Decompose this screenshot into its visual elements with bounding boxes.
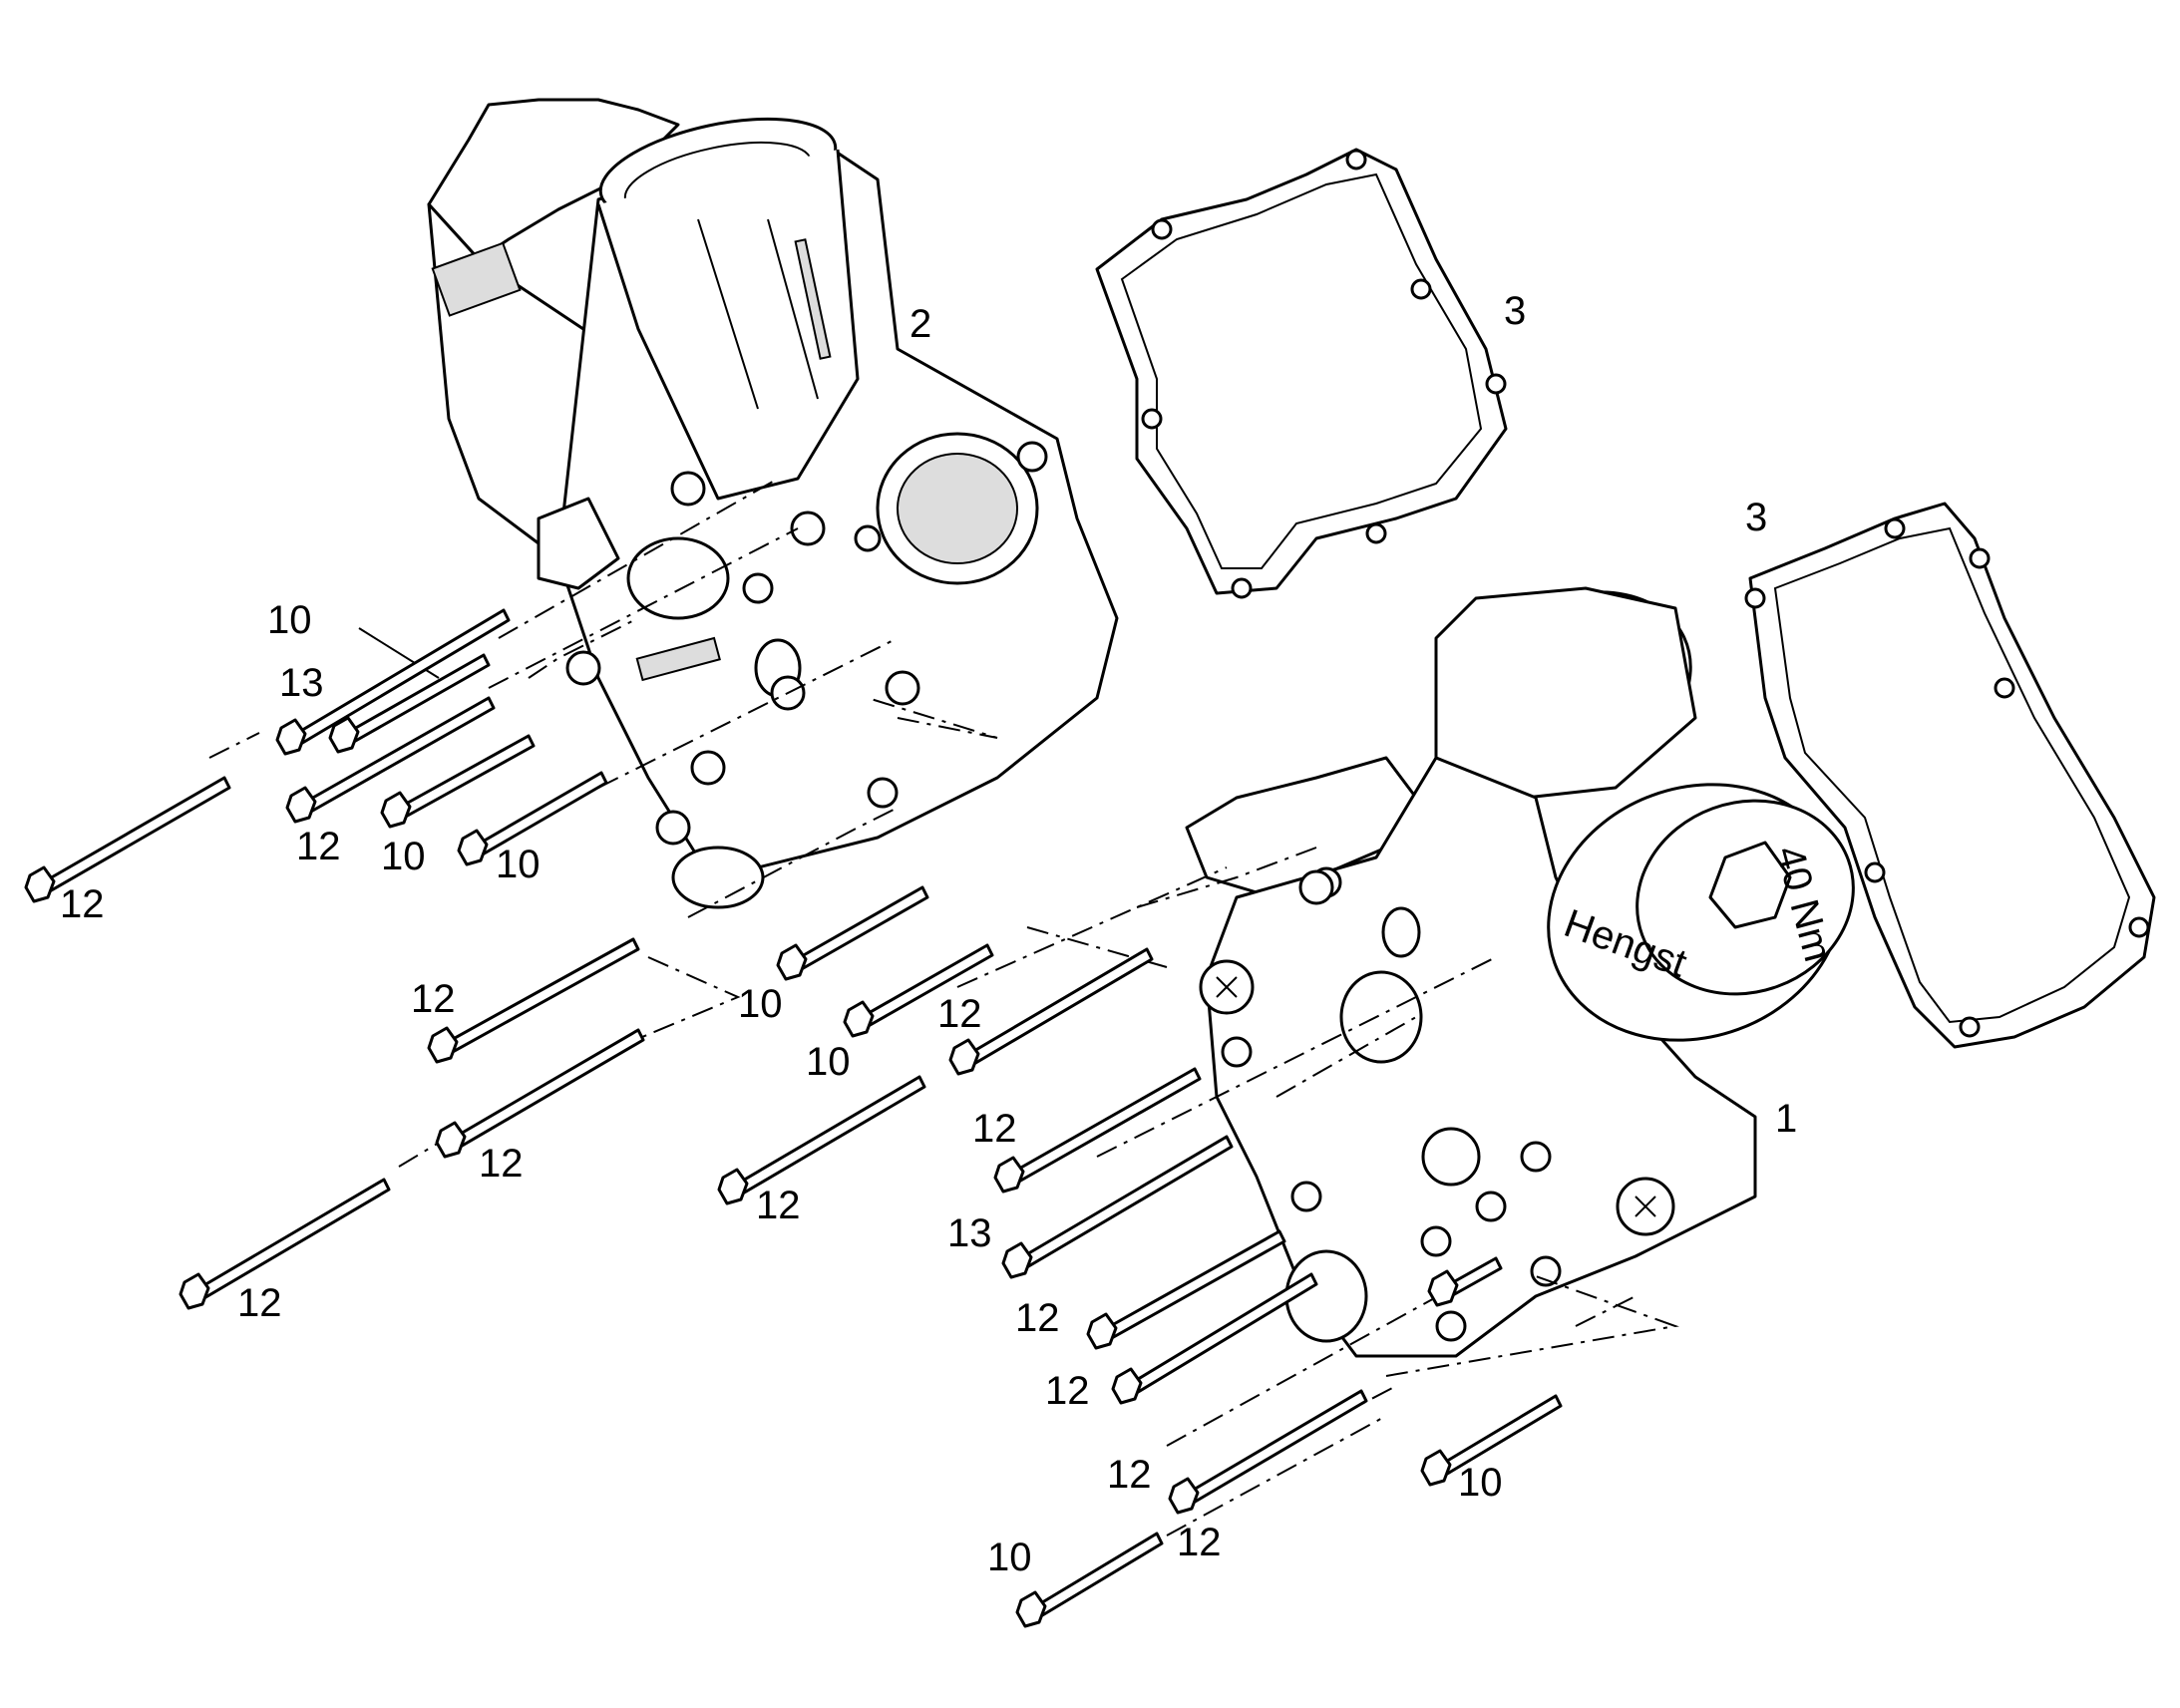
bolt-label: 10 <box>496 843 541 886</box>
alignment-lines <box>208 478 1679 1537</box>
bolt-label: 12 <box>972 1107 1017 1151</box>
bolt <box>717 1075 926 1205</box>
bolt <box>285 696 496 824</box>
bolt-label: 10 <box>1458 1461 1503 1505</box>
bolt-label: 12 <box>1015 1296 1060 1340</box>
bolt <box>776 885 929 981</box>
bolt-label: 12 <box>756 1184 801 1227</box>
bolt-label: 10 <box>267 598 312 642</box>
bolt-label: 12 <box>479 1142 524 1186</box>
bolt-label: 12 <box>411 977 456 1021</box>
bolt <box>427 937 640 1064</box>
bolt-label: 12 <box>296 825 341 868</box>
filter-housing-1: 40 Nm Hengst <box>1185 586 1855 1358</box>
bolt <box>948 947 1154 1076</box>
bolt <box>843 943 994 1038</box>
gasket-3-lower <box>1744 502 2156 1049</box>
callout-2: 2 <box>909 302 931 346</box>
bolt <box>1420 1394 1563 1487</box>
bolt <box>275 608 511 756</box>
bolt-label: 13 <box>279 661 324 705</box>
filter-housing-2 <box>427 98 1119 909</box>
bolt-label: 12 <box>60 882 105 926</box>
bolt-label: 10 <box>987 1536 1032 1579</box>
bolt-label: 10 <box>806 1040 851 1084</box>
bolt <box>457 771 608 866</box>
bolt-label: 10 <box>381 835 426 878</box>
bolt <box>1001 1135 1234 1279</box>
bolt <box>328 653 491 754</box>
bolt <box>1086 1229 1286 1350</box>
gasket-3-upper <box>1095 148 1508 599</box>
bolt-label: 12 <box>937 992 982 1036</box>
bolt <box>380 734 536 829</box>
bolt-label: 12 <box>1045 1369 1090 1413</box>
callout-1: 1 <box>1775 1097 1797 1141</box>
bolt <box>24 776 231 903</box>
bolt <box>993 1067 1202 1194</box>
bolt-label: 13 <box>947 1211 992 1255</box>
bolt <box>1111 1272 1318 1405</box>
bolt-label: 12 <box>1107 1453 1152 1497</box>
bolt-label: 12 <box>1177 1521 1222 1564</box>
bolt <box>179 1178 391 1310</box>
callout-3-upper: 3 <box>1504 289 1526 333</box>
callout-3-lower: 3 <box>1745 496 1767 539</box>
bolt-label: 12 <box>237 1281 282 1325</box>
bolt <box>1168 1389 1368 1515</box>
bolt-label: 10 <box>738 982 783 1026</box>
bolt <box>1427 1256 1503 1307</box>
bolt <box>435 1028 645 1159</box>
bolts <box>24 608 1563 1628</box>
callouts: 2 3 3 1 10 13 12 10 10 12 12 10 10 12 12… <box>60 289 1797 1579</box>
bolt <box>1015 1532 1164 1628</box>
